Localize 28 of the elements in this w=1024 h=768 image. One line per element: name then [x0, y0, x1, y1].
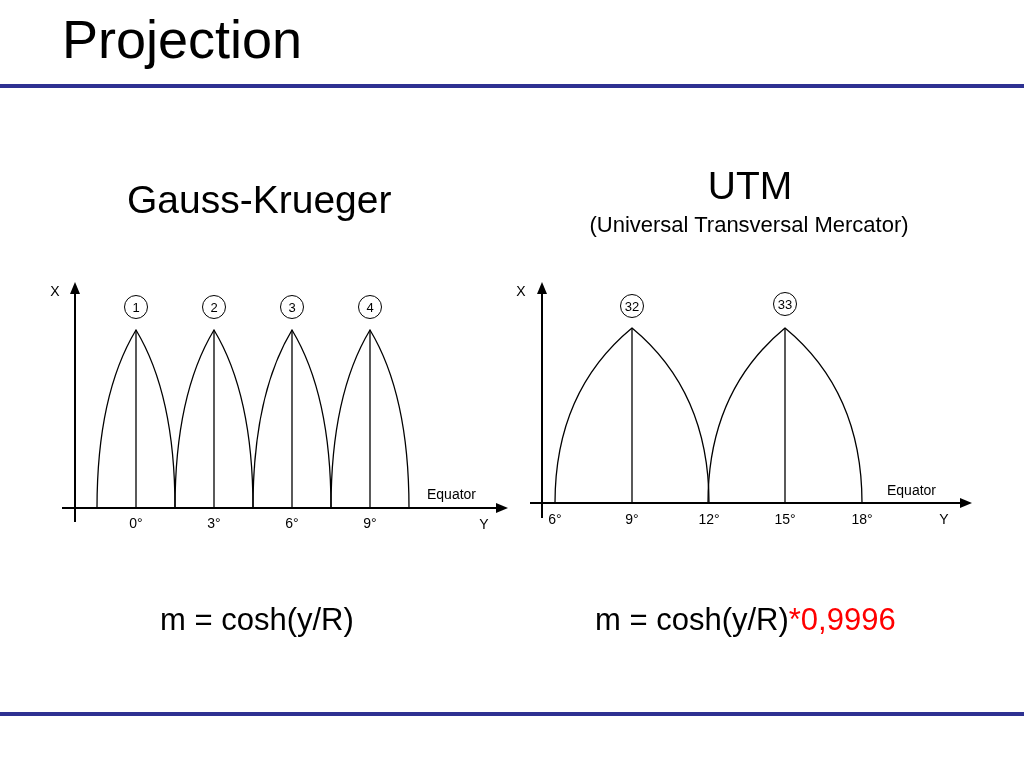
tick-label: 6° — [548, 511, 562, 528]
equator-label: Equator — [427, 486, 477, 503]
projection-heading: UTM — [707, 164, 793, 209]
zone-number: 33 — [773, 292, 797, 316]
axis-label: Y — [939, 511, 949, 528]
zone-number: 32 — [620, 294, 644, 318]
scale-formula: m = cosh(y/R) — [160, 602, 354, 638]
projection-heading: Gauss-Krueger — [127, 178, 392, 223]
tick-label: 18° — [851, 511, 873, 528]
scale-formula: m = cosh(y/R) — [595, 602, 789, 637]
tick-label: 15° — [774, 511, 796, 528]
zone-number: 3 — [280, 295, 304, 319]
tick-label: 0° — [129, 515, 143, 532]
tick-label: 6° — [285, 515, 299, 532]
equator-label: Equator — [887, 482, 937, 499]
tick-label: 9° — [625, 511, 639, 528]
zone-number: 1 — [124, 295, 148, 319]
projection-subtitle: (Universal Transversal Mercator) — [589, 212, 909, 238]
zone-number: 4 — [358, 295, 382, 319]
axis-label: X — [516, 283, 526, 300]
zone-number: 2 — [202, 295, 226, 319]
axis-label: X — [50, 283, 60, 300]
tick-label: 12° — [698, 511, 720, 528]
tick-label: 3° — [207, 515, 221, 532]
tick-label: 9° — [363, 515, 377, 532]
axis-label: Y — [479, 516, 489, 533]
slide-title: Projection — [62, 8, 303, 71]
scale-factor: *0,9996 — [788, 602, 896, 637]
